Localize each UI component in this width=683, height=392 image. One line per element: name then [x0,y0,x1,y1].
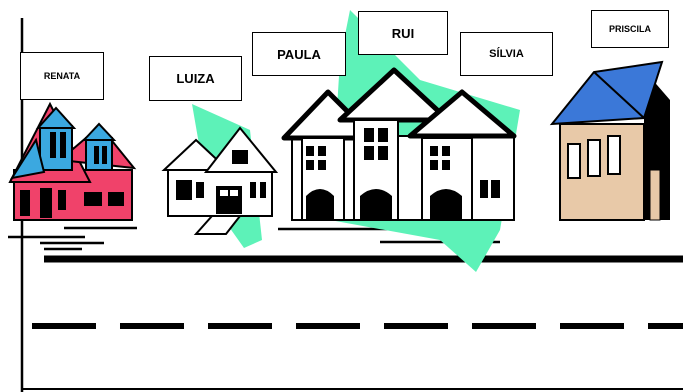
priscila-house [552,62,670,220]
label-rui: RUI [358,11,448,55]
label-silvia: SÍLVIA [460,32,553,76]
label-paula: PAULA [252,32,346,76]
label-priscila: PRISCILA [591,10,669,48]
label-luiza: LUIZA [149,56,242,101]
luiza-house [164,104,276,248]
label-renata: RENATA [20,52,104,100]
renata-house [10,104,134,220]
